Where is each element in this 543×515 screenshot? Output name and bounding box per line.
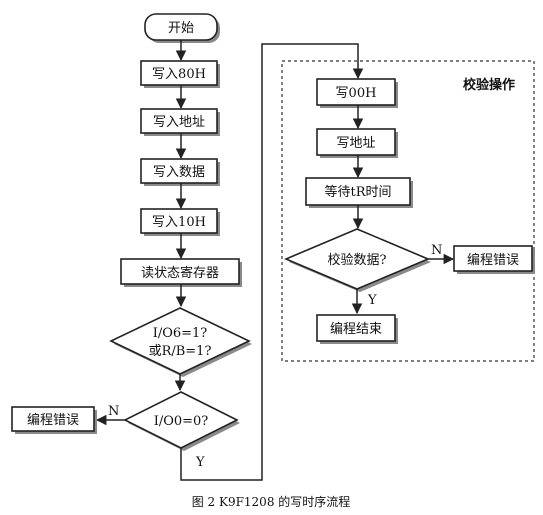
decision-io6-line2: 或R/B=1? <box>149 344 212 359</box>
write-00h-node: 写00H <box>316 78 398 108</box>
decision-io6-node: I/O6=1? 或R/B=1? <box>109 307 252 377</box>
decision-io0-yes-label: Y <box>195 455 205 470</box>
verify-write-addr-node: 写地址 <box>316 128 398 158</box>
verify-error-label: 编程错误 <box>467 253 519 268</box>
decision-io0-no-label: N <box>108 404 119 419</box>
read-status-label: 读状态寄存器 <box>141 265 219 281</box>
verify-error-node: 编程错误 <box>453 245 535 274</box>
start-node: 开始 <box>144 13 220 43</box>
write-00h-label: 写00H <box>336 86 377 101</box>
write-10h-label: 写入10H <box>152 215 206 230</box>
write-data-node: 写入数据 <box>140 158 220 186</box>
start-label: 开始 <box>168 21 194 36</box>
write-80h-node: 写入80H <box>140 60 220 88</box>
read-status-node: 读状态寄存器 <box>120 258 242 287</box>
decision-io0-label: I/O0=0? <box>154 414 209 429</box>
verify-write-addr-label: 写地址 <box>336 136 375 151</box>
verify-yes-label: Y <box>367 293 377 308</box>
wait-tr-label: 等待tR时间 <box>324 184 391 200</box>
verify-decision-node: 校验数据? <box>283 228 431 292</box>
wait-tr-node: 等待tR时间 <box>305 177 413 208</box>
left-error-node: 编程错误 <box>11 406 97 434</box>
figure-caption: 图 2 K9F1208 的写时序流程 <box>192 494 351 509</box>
program-end-label: 编程结束 <box>330 322 382 337</box>
decision-io6-line1: I/O6=1? <box>153 326 208 341</box>
verify-frame <box>281 60 535 362</box>
verify-decision-label: 校验数据? <box>328 252 387 268</box>
write-data-label: 写入数据 <box>153 165 205 180</box>
write-addr-label: 写入地址 <box>153 115 205 130</box>
verify-no-label: N <box>431 243 442 258</box>
decision-io0-node: I/O0=0? <box>123 391 240 451</box>
verify-title: 校验操作 <box>463 77 515 93</box>
program-end-node: 编程结束 <box>316 314 398 344</box>
write-addr-node: 写入地址 <box>140 108 220 136</box>
left-error-label: 编程错误 <box>27 413 79 428</box>
write-80h-label: 写入80H <box>152 67 206 82</box>
write-10h-node: 写入10H <box>140 208 220 236</box>
